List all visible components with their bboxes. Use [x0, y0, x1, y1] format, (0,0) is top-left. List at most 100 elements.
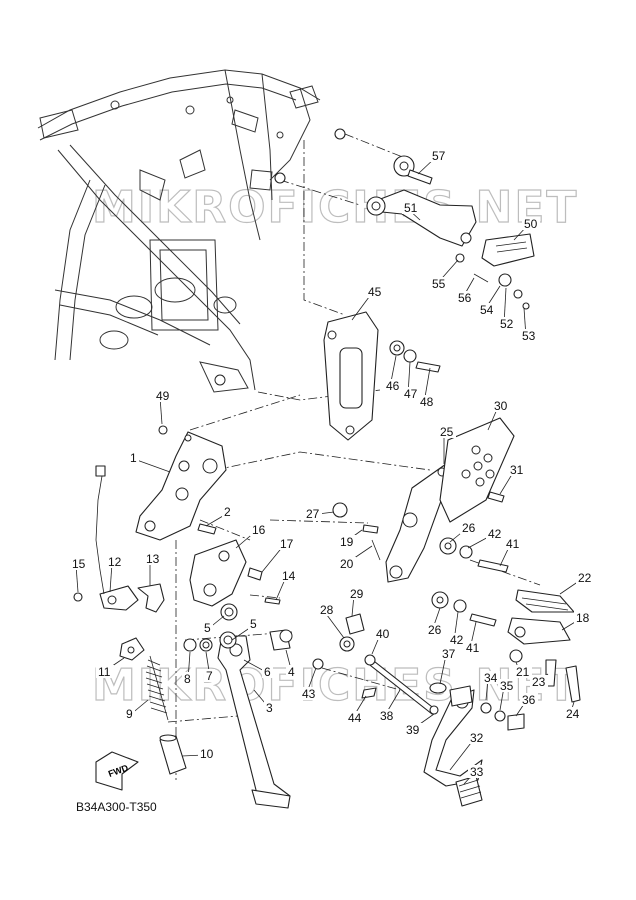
callout-c56: 56	[458, 291, 472, 305]
callout-bg-c29	[348, 587, 366, 600]
callout-c41b: 41	[466, 641, 480, 655]
callout-bg-c14	[280, 569, 298, 582]
callout-bg-c28	[318, 603, 336, 616]
part-18-rider-footrest	[507, 617, 571, 645]
parts-26-42-hardware	[332, 491, 509, 627]
callout-c17: 17	[280, 537, 294, 551]
callout-c5b: 5	[250, 617, 257, 631]
callout-bg-c3	[264, 701, 275, 714]
callout-bg-c5a	[202, 621, 213, 634]
callout-c32: 32	[470, 731, 484, 745]
part-9-spring	[145, 655, 169, 721]
callout-c2: 2	[224, 505, 231, 519]
part-22-footrest-rubber	[515, 589, 575, 613]
callout-c51: 51	[404, 201, 418, 215]
part-3-sidestand	[217, 635, 291, 809]
part-10-spring-cover	[159, 734, 187, 775]
callout-bg-c12	[106, 555, 124, 568]
callout-bg-c24	[564, 707, 582, 720]
watermark-bottom: MIKROFICHES.NET	[92, 660, 578, 711]
callout-bg-c54	[478, 303, 496, 316]
callout-bg-c42b	[448, 633, 466, 646]
callout-c45: 45	[368, 285, 382, 299]
callout-c44: 44	[348, 711, 362, 725]
motorcycle-frame	[37, 69, 321, 393]
callout-bg-c51	[402, 201, 420, 214]
callout-bg-c33	[468, 765, 486, 778]
callout-c24: 24	[566, 707, 580, 721]
callout-c22: 22	[578, 571, 592, 585]
small-hardware-stand	[73, 425, 293, 652]
parts-28-29-shift-hardware	[312, 613, 365, 670]
callout-bg-c26b	[426, 623, 444, 636]
callout-c6: 6	[264, 665, 271, 679]
callout-c39: 39	[406, 723, 420, 737]
callout-c13: 13	[146, 552, 160, 566]
callout-c3: 3	[266, 701, 273, 715]
callout-c4: 4	[288, 665, 295, 679]
callout-bg-c52	[498, 317, 516, 330]
callout-c35: 35	[500, 679, 514, 693]
callout-bg-c15	[70, 557, 88, 570]
callout-bg-c39	[404, 723, 422, 736]
callout-c54: 54	[480, 303, 494, 317]
callout-bg-c22	[576, 571, 594, 584]
callout-bg-c42a	[486, 527, 504, 540]
callout-bg-c50	[522, 217, 540, 230]
part-30-heel-guard	[439, 417, 515, 523]
callout-bg-c46	[384, 379, 402, 392]
callout-c55: 55	[432, 277, 446, 291]
callout-bg-c36	[520, 693, 538, 706]
callout-c42b: 42	[450, 633, 464, 647]
part-11-plate	[119, 637, 145, 661]
callout-bg-c6	[262, 665, 273, 678]
callout-c42a: 42	[488, 527, 502, 541]
callout-bg-c16	[250, 523, 268, 536]
callout-c37: 37	[442, 647, 456, 661]
callout-c57: 57	[432, 149, 446, 163]
callout-c33: 33	[470, 765, 484, 779]
callout-c5a: 5	[204, 621, 211, 635]
part-16-bracket	[189, 539, 247, 607]
callout-c23: 23	[532, 675, 546, 689]
callout-bg-c1	[128, 451, 139, 464]
part-12-sidestand-switch	[95, 465, 139, 611]
callout-bg-c47	[402, 387, 420, 400]
callout-bg-c25	[438, 425, 456, 438]
callout-c16: 16	[252, 523, 266, 537]
callout-c50: 50	[524, 217, 538, 231]
part-13-switch-bracket	[137, 583, 165, 613]
callout-bg-c56	[456, 291, 474, 304]
callout-c43: 43	[302, 687, 316, 701]
callout-c9: 9	[126, 707, 133, 721]
callout-c49: 49	[156, 389, 170, 403]
callout-bg-c57	[430, 149, 448, 162]
part-45-footrest-bracket	[323, 311, 379, 441]
fwd-arrow-icon: FWD	[95, 751, 139, 791]
callout-bg-c19	[338, 535, 356, 548]
callout-c47: 47	[404, 387, 418, 401]
callout-c31: 31	[510, 463, 524, 477]
callout-c52: 52	[500, 317, 514, 331]
parts-34-37-hardware	[429, 682, 525, 731]
callout-bg-c53	[520, 329, 538, 342]
callout-bg-c26a	[460, 521, 478, 534]
callout-c38: 38	[380, 709, 394, 723]
callout-c41a: 41	[506, 537, 520, 551]
callout-bg-c8	[182, 672, 193, 685]
parts-52-57-hardware	[274, 128, 530, 310]
callout-c10: 10	[200, 747, 214, 761]
callout-bg-c5b	[248, 617, 259, 630]
callout-c30: 30	[494, 399, 508, 413]
parts-46-48-hardware	[389, 340, 441, 373]
callout-bg-c4	[286, 665, 297, 678]
callout-bg-c9	[124, 707, 135, 720]
callout-c8: 8	[184, 672, 191, 686]
callout-c7: 7	[206, 669, 213, 683]
callout-bg-c55	[430, 277, 448, 290]
callout-c19: 19	[340, 535, 354, 549]
callout-bg-c48	[418, 395, 436, 408]
callout-bg-c45	[366, 285, 384, 298]
callout-c27: 27	[306, 507, 320, 521]
